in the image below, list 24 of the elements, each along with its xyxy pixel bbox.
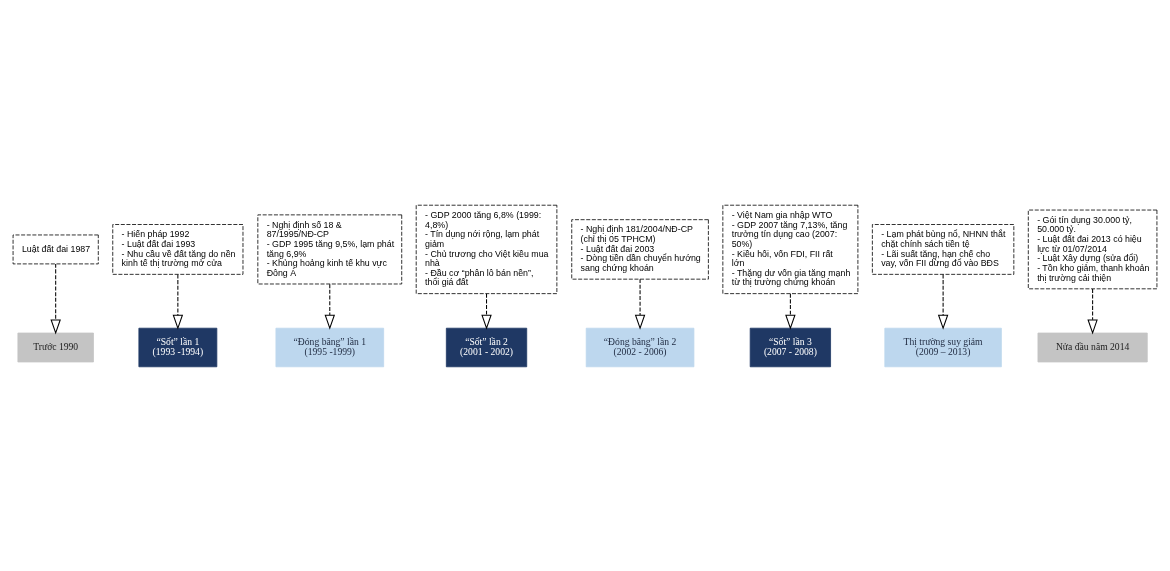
node-box: - Nghị định số 18 & 87/1995/NĐ-CP - GDP 1995 tăng 9,5%, lạm phát tăng 6,9% - Khủng hoảng kinh tế khu vực Đông Á (257, 213, 403, 284)
node-box: “Đóng băng” lần 2 (2002 - 2006) (585, 327, 695, 367)
node-box: Thị trường suy giảm (2009 – 2013) (884, 327, 1002, 367)
node-box: “Đóng băng” lần 1 (1995 -1999) (275, 327, 385, 367)
node-box: - Việt Nam gia nhập WTO - GDP 2007 tăng 7,13%, tăng trưởng tín dụng cao (2007: 50%) - Kiều hối, vốn FDI, FII rất lớn - Thặng dư vốn gia tăng mạnh từ thị trường chứng khoán (722, 204, 859, 294)
arrow (785, 292, 796, 330)
arrow (937, 273, 949, 330)
arrow (634, 278, 646, 330)
node-box: “Sốt” lần 2 (2001 - 2002) (445, 327, 528, 367)
arrow (324, 283, 336, 330)
arrow (1087, 287, 1098, 334)
arrow (481, 292, 492, 330)
node-box: Luật đất đai 1987 (12, 234, 99, 264)
node-box: - Hiến pháp 1992 - Luật đất đai 1993 - Nhu cầu về đất tăng do nền kinh tế thị trường mở cửa (112, 223, 244, 275)
node-box: - Gói tín dụng 30.000 tỷ, 50.000 tỷ. - Luật đất đai 2013 có hiệu lực từ 01/07/2014 - Luật Xây dựng (sửa đổi) - Tồn kho giảm, thanh khoản thị trường cải thiện (1027, 209, 1158, 289)
node-box: Nửa đầu năm 2014 (1037, 332, 1148, 362)
arrow (50, 263, 61, 334)
node-box: Trước 1990 (17, 332, 94, 362)
node-box: - GDP 2000 tăng 6,8% (1999: 4,8%) - Tín dụng nới rộng, lạm phát giảm - Chủ trương cho Việt kiều mua nhà - Đầu cơ “phân lô bán nền”, thổi giá đất (415, 204, 558, 294)
node-box: - Nghị định 181/2004/NĐ-CP (chỉ thị 05 TPHCM) - Luật đất đai 2003 - Dòng tiền dần chuyển hướng sang chứng khoán (571, 218, 709, 280)
arrow (172, 273, 184, 330)
node-box: “Sốt” lần 3 (2007 - 2008) (749, 327, 831, 367)
node-box: - Lạm phát bùng nổ, NHNN thắt chặt chính sách tiền tệ - Lãi suất tăng, hạn chế cho vay, vốn FII dừng đổ vào BĐS (871, 223, 1015, 275)
node-box: “Sốt” lần 1 (1993 -1994) (138, 327, 218, 367)
